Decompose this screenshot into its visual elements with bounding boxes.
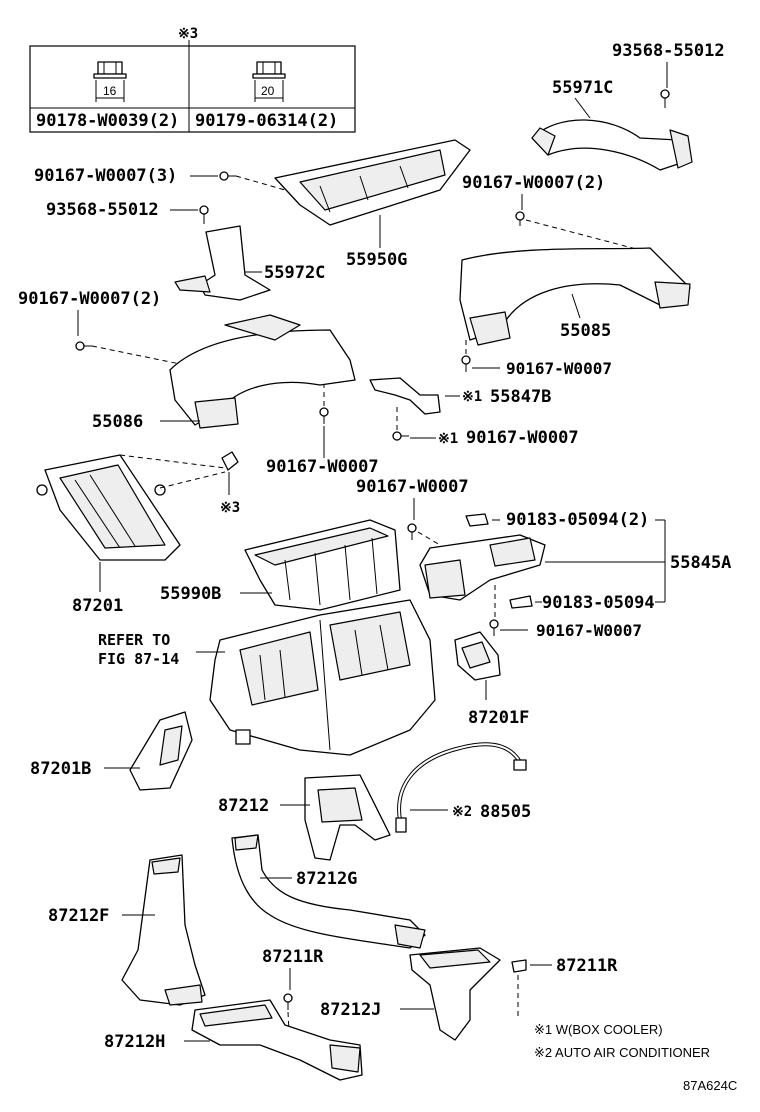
note-1: ※1 W(BOX COOLER) (534, 1022, 663, 1037)
label-87201B: 87201B (30, 759, 91, 779)
label-55990B: 55990B (160, 584, 221, 604)
refer-line-1: REFER TO (98, 631, 170, 649)
label-90167-W0007-2a: 90167-W0007(2) (18, 289, 161, 309)
label-87211R-a: 87211R (262, 947, 324, 967)
table-part-2: 90179-06314(2) (195, 111, 338, 131)
clip-icon (511, 959, 527, 973)
duct-55085 (459, 247, 691, 341)
label-87211R-b: 87211R (556, 956, 618, 976)
screw-icon (75, 341, 92, 351)
duct-87212F (121, 854, 206, 1006)
label-90167-W0007-2b: 90167-W0007(2) (462, 173, 605, 193)
flange-nut-icon (252, 61, 286, 102)
label-55085: 55085 (560, 321, 611, 341)
label-87212: 87212 (218, 796, 269, 816)
label-87201: 87201 (72, 596, 123, 616)
label-55972C: 55972C (264, 263, 325, 283)
label-90167-W0007-b: 90167-W0007 (266, 457, 379, 477)
label-55971C: 55971C (552, 78, 613, 98)
clip-icon (465, 513, 489, 527)
label-87212F: 87212F (48, 906, 109, 926)
table-dim-2: 20 (261, 84, 275, 98)
screw-icon (489, 619, 499, 636)
note-2: ※2 AUTO AIR CONDITIONER (534, 1045, 710, 1060)
table-part-1: 90178-W0039(2) (36, 111, 179, 131)
fastener-table: ※3 16 20 90178-W0039(2) 90179-06314( (29, 26, 356, 133)
label-90183-05094-2: 90183-05094(2) (506, 510, 649, 530)
label-90167-W0007-c: 90167-W0007 (466, 428, 579, 448)
duct-87212G (231, 834, 426, 949)
table-dim-1: 16 (103, 84, 117, 98)
duct-87201B (129, 711, 193, 791)
clip-icon (221, 451, 239, 471)
screw-icon (219, 171, 236, 181)
label-90167-W0007-3: 90167-W0007(3) (34, 166, 177, 186)
screw-icon (461, 355, 471, 372)
label-90167-W0007-a: 90167-W0007 (506, 359, 612, 378)
screw-icon (199, 205, 209, 224)
screw-icon (319, 407, 329, 424)
label-88505-mark: ※2 (452, 804, 472, 820)
screw-icon (392, 431, 409, 441)
label-55086: 55086 (92, 412, 143, 432)
refer-line-2: FIG 87-14 (98, 650, 179, 668)
label-55847B: 55847B (490, 387, 551, 407)
label-93568-55012-b: 93568-55012 (46, 200, 159, 220)
screw-icon (515, 211, 525, 226)
label-55845A: 55845A (670, 553, 731, 573)
label-87212J: 87212J (320, 1000, 381, 1020)
label-88505: 88505 (480, 802, 531, 822)
label-87212G: 87212G (296, 869, 357, 889)
duct-55971C (531, 119, 691, 171)
clip-icon (283, 993, 293, 1010)
label-87201-mark: ※3 (220, 500, 240, 516)
label-87212H: 87212H (104, 1032, 165, 1052)
label-87201F: 87201F (468, 708, 529, 728)
bracket-55847B (369, 377, 441, 415)
label-90167-W0007-c-mark: ※1 (438, 431, 458, 447)
label-90167-W0007-d: 90167-W0007 (356, 477, 469, 497)
flange-nut-icon (93, 61, 127, 102)
table-ref-mark: ※3 (178, 26, 198, 42)
duct-55972C (199, 225, 271, 301)
label-90167-W0007-e: 90167-W0007 (536, 621, 642, 640)
label-93568-55012-a: 93568-55012 (612, 41, 725, 61)
figure-code: 87A624C (683, 1078, 737, 1093)
screw-icon (660, 89, 670, 108)
duct-87212J (409, 947, 501, 1041)
label-90183-05094: 90183-05094 (542, 593, 655, 613)
label-55847B-mark: ※1 (462, 389, 482, 405)
screw-icon (407, 523, 417, 540)
clip-icon (509, 595, 533, 609)
label-55950G: 55950G (346, 250, 407, 270)
